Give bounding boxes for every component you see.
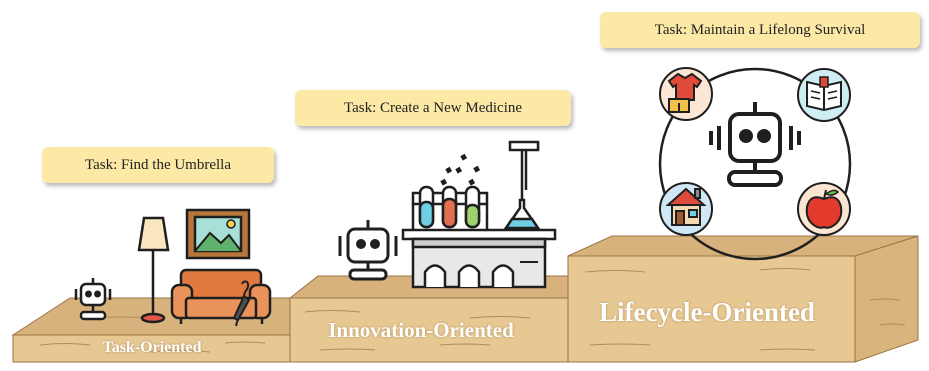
flask-icon <box>503 140 541 232</box>
laboratory-bench-icon <box>401 228 557 289</box>
task-text: Task: Maintain a Lifelong Survival <box>654 21 866 38</box>
task-bubble-create-medicine: Task: Create a New Medicine <box>295 90 571 126</box>
robot-icon <box>338 220 398 281</box>
task-bubble-find-umbrella: Task: Find the Umbrella <box>42 147 274 183</box>
robot-icon <box>74 278 112 321</box>
level-label-task-oriented: Task-Oriented <box>102 339 202 356</box>
task-text: Task: Create a New Medicine <box>343 99 523 116</box>
book-icon <box>797 68 851 122</box>
level-label-innovation-oriented: Innovation-Oriented <box>328 318 514 342</box>
robot-icon <box>709 102 801 187</box>
platform-level-3 <box>567 235 919 363</box>
task-text: Task: Find the Umbrella <box>84 156 231 173</box>
umbrella-icon <box>232 280 251 327</box>
house-icon <box>659 182 713 236</box>
picture-frame-icon <box>185 208 251 260</box>
apple-icon <box>797 182 851 236</box>
clothes-icon <box>659 67 713 121</box>
level-label-lifecycle-oriented: Lifecycle-Oriented <box>599 297 815 327</box>
lifecycle-ring <box>658 67 852 261</box>
task-bubble-lifelong-survival: Task: Maintain a Lifelong Survival <box>600 12 920 48</box>
bubbles-decoration <box>440 153 481 186</box>
floor-lamp-icon <box>137 216 170 324</box>
test-tubes-icon <box>411 185 489 230</box>
sofa-icon <box>170 268 272 324</box>
